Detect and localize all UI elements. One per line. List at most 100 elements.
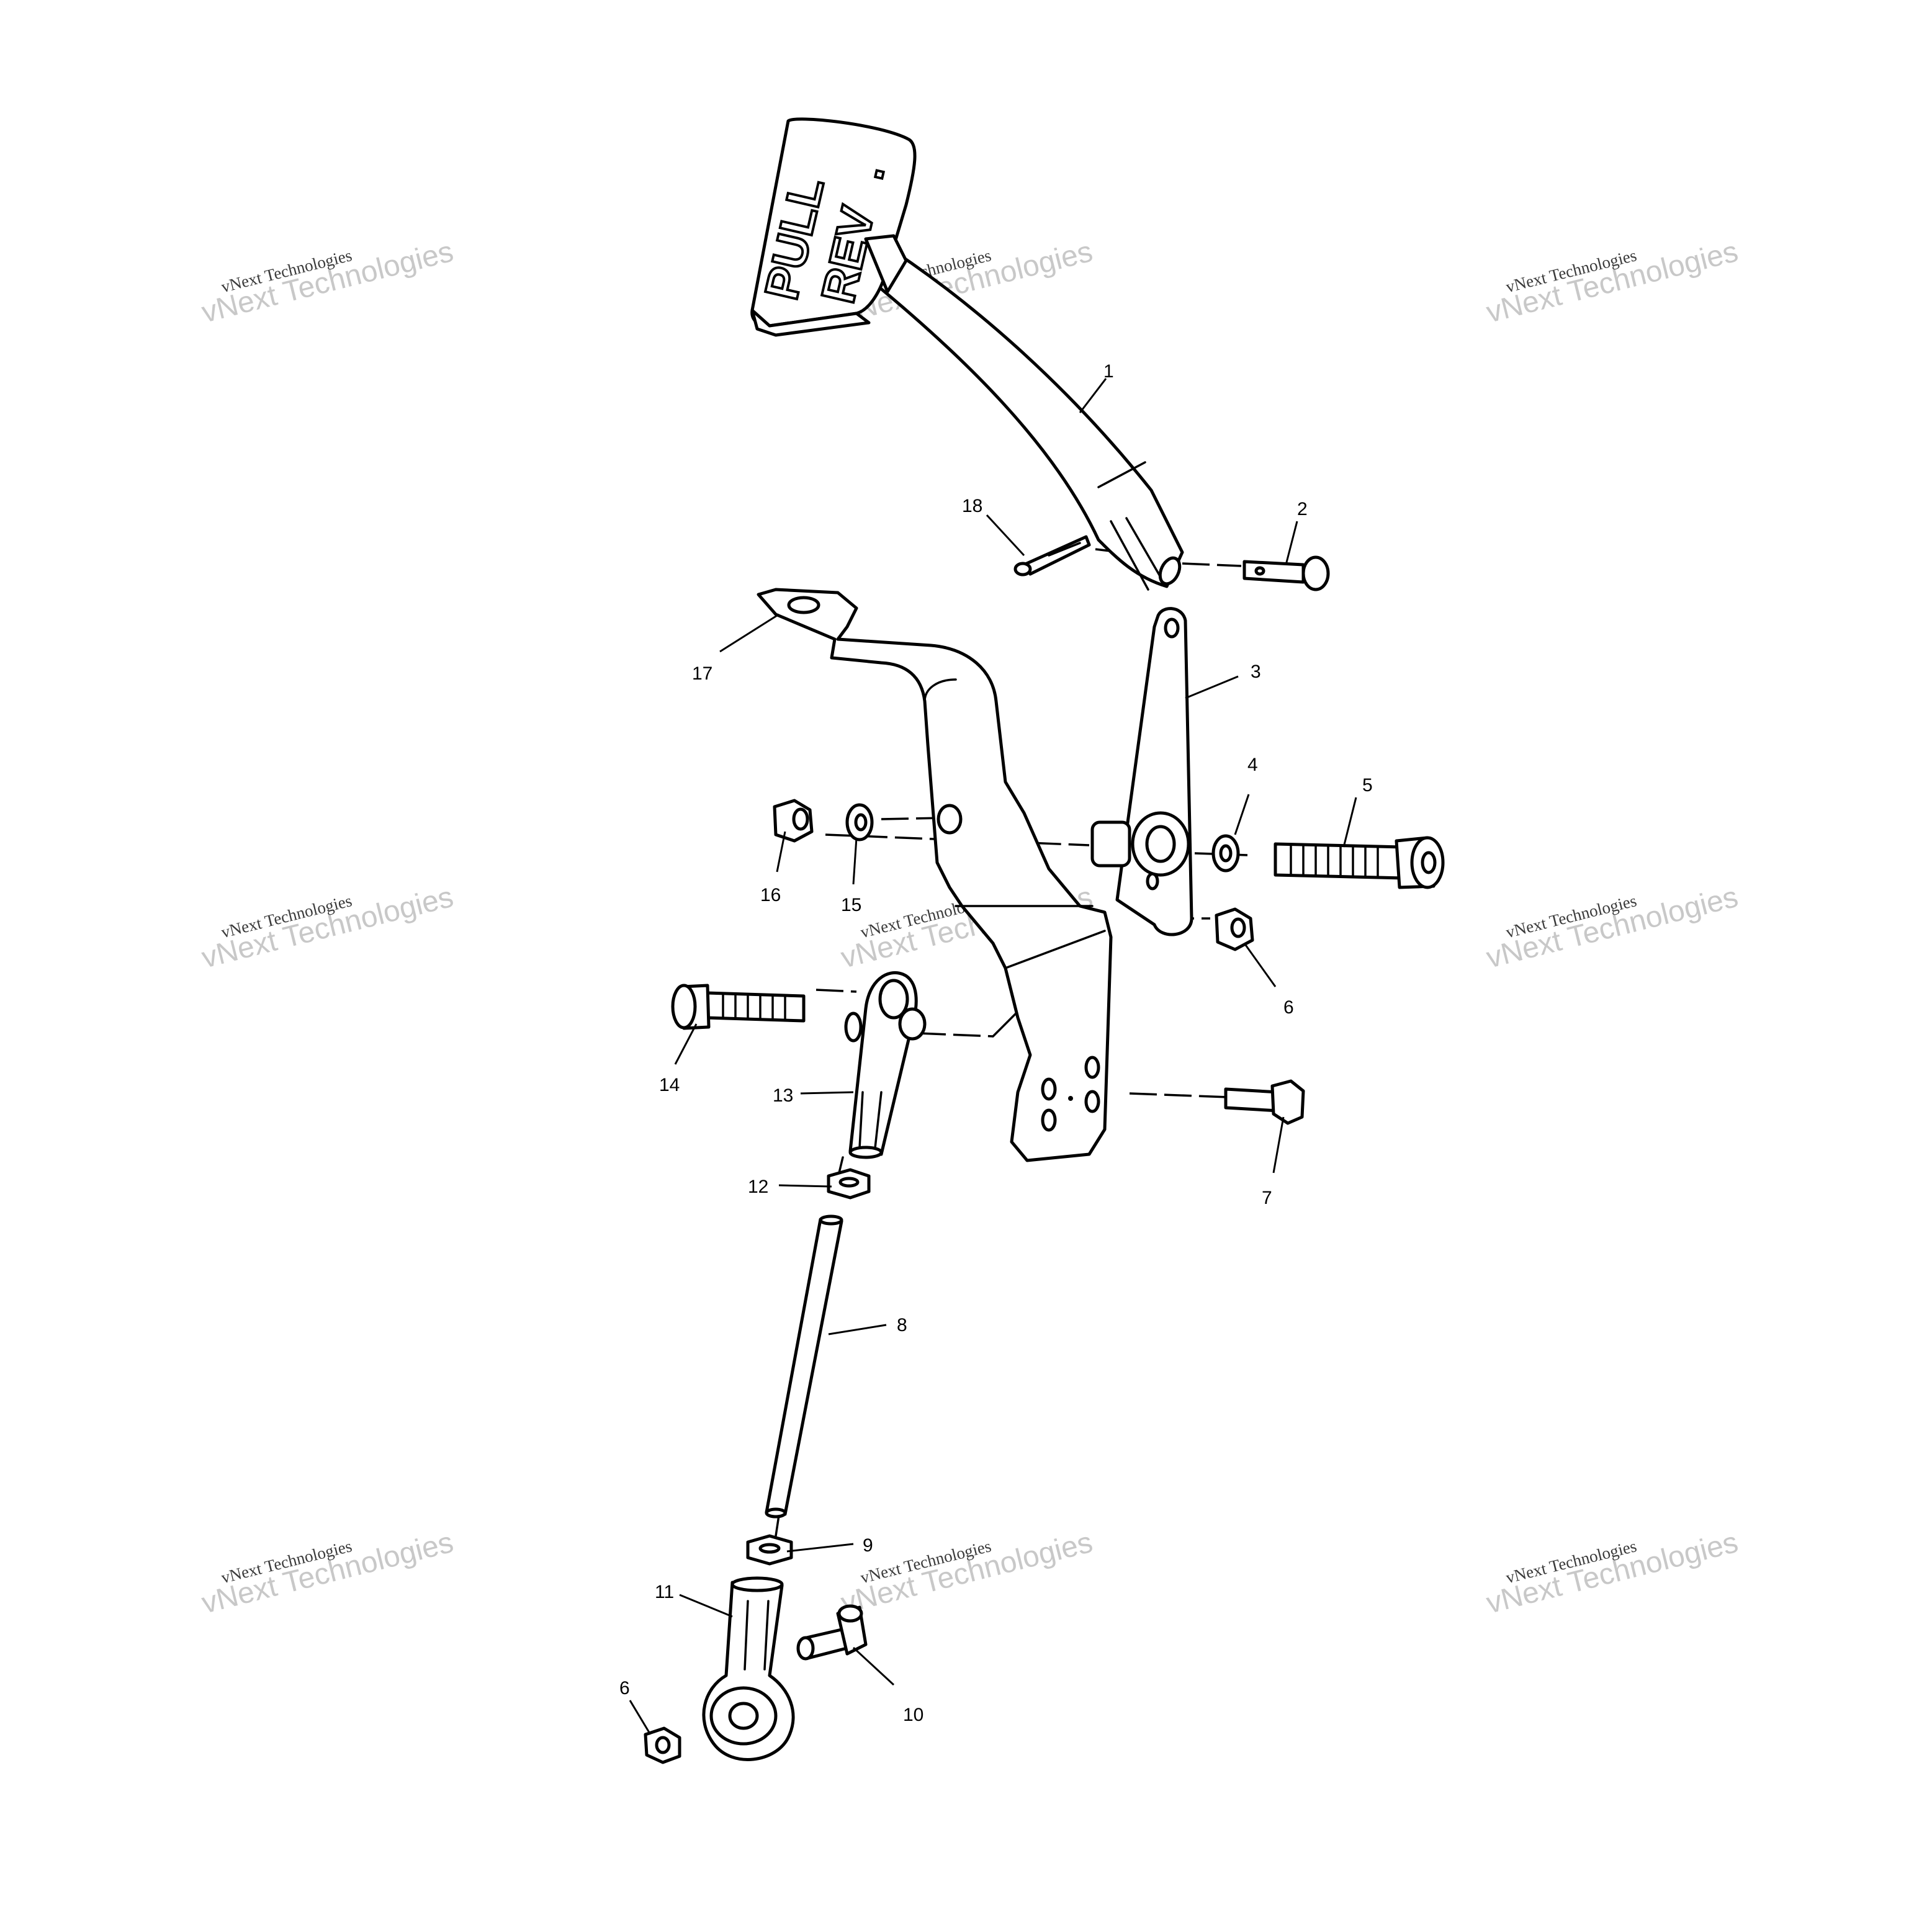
flat-washer-hole [854, 813, 868, 832]
part-10-ball-stud [796, 1604, 868, 1661]
bracket-mount-hole [1041, 1077, 1057, 1101]
part-11-ball-joint [702, 1576, 795, 1761]
callout-9: 9 [863, 1535, 873, 1556]
leader-line-12 [778, 1184, 832, 1188]
part-15-flat-washer [845, 803, 874, 841]
stem-slot [1110, 520, 1149, 591]
assembly-line [825, 833, 1090, 846]
assembly-line [918, 1032, 994, 1038]
bracket-dimple [1068, 1096, 1073, 1101]
clevis-pin-head [1301, 555, 1330, 591]
bracket-body [757, 588, 1113, 1162]
ball-joint-slot [744, 1600, 749, 1671]
part-2-clevis-pin [1242, 555, 1330, 591]
part-12-jam-nut [827, 1168, 871, 1200]
part-18-cotter-pin [1013, 535, 1091, 577]
hex-bolt-head [1270, 1079, 1305, 1125]
cap-screw-threads [1290, 844, 1379, 879]
leader-line-2 [1285, 521, 1298, 565]
stem-sleeve-edge [1097, 461, 1146, 488]
bracket-bend [1004, 930, 1106, 969]
screw-threads [722, 992, 786, 1021]
ball-joint-bore [730, 1576, 784, 1592]
callout-7: 7 [1262, 1188, 1272, 1208]
callout-12: 12 [748, 1177, 768, 1197]
leader-line-7 [1272, 1116, 1285, 1173]
clevis-pin-shaft [1242, 560, 1305, 584]
ball-joint-ball [728, 1702, 759, 1730]
part-1-handle: PULL REV . [750, 117, 1184, 591]
hex-nut-hole [655, 1736, 671, 1754]
watermarks: vNext Technologies vNext Technologies vN… [199, 235, 1741, 1620]
callout-6-upper: 6 [1283, 997, 1294, 1018]
part-17-bracket [757, 588, 1113, 1162]
callout-11: 11 [655, 1582, 674, 1602]
callout-14: 14 [659, 1075, 680, 1095]
leader-line-13 [800, 1091, 854, 1095]
assembly-line [775, 1514, 780, 1537]
watermark: vNext Technologies vNext Technologies [1483, 881, 1741, 975]
leader-line-14 [674, 1023, 698, 1065]
leader-line-9 [786, 1543, 854, 1553]
leader-lines [629, 378, 1357, 1735]
leader-line-18 [986, 514, 1025, 557]
clevis-pin-hole [1254, 566, 1265, 576]
leader-line-6a [1243, 943, 1277, 987]
stem-slot [1125, 517, 1162, 578]
cap-screw-socket [1421, 851, 1437, 874]
watermark: vNext Technologies vNext Technologies [1483, 235, 1741, 330]
callouts: 1 2 3 4 5 6 6 7 8 9 10 11 12 13 14 15 16… [619, 361, 1373, 1725]
callout-18: 18 [962, 496, 982, 516]
rod-bottom-end [765, 1507, 787, 1519]
leader-line-10 [852, 1646, 895, 1686]
handle-stem [864, 237, 1184, 588]
part-16-hex-nut [773, 799, 814, 843]
callout-13: 13 [773, 1085, 793, 1106]
callout-10: 10 [903, 1705, 923, 1725]
hex-nut-hole [792, 807, 809, 831]
bracket-pivot-hole [937, 804, 963, 835]
callout-5: 5 [1362, 775, 1373, 796]
ball-joint-slot [763, 1600, 770, 1671]
watermark: vNext Technologies vNext Technologies [199, 881, 457, 975]
callout-6-lower: 6 [619, 1678, 630, 1698]
rod-body [765, 1218, 843, 1516]
callout-1: 1 [1103, 361, 1114, 382]
leader-line-3 [1185, 675, 1239, 699]
callout-3: 3 [1251, 662, 1261, 682]
screw-head-face [671, 984, 697, 1030]
rod-end-slot [858, 1091, 864, 1149]
part-7-hex-bolt [1224, 1079, 1305, 1125]
callout-8: 8 [897, 1315, 907, 1335]
part-6-hex-nut-upper [1215, 907, 1254, 951]
callout-15: 15 [841, 895, 861, 915]
bracket-mount-hole [1084, 1056, 1100, 1079]
assembly-line [838, 1156, 844, 1174]
leader-line-11 [679, 1594, 733, 1618]
link-arm-top-hole [1164, 617, 1180, 639]
leader-line-16 [776, 831, 786, 873]
ball-stud-tip [796, 1636, 815, 1661]
watermark: vNext Technologies vNext Technologies [1483, 1526, 1741, 1620]
handle-grip-lip [750, 308, 871, 337]
callout-17: 17 [692, 663, 712, 684]
leader-line-4 [1234, 794, 1250, 835]
jam-nut-hole [758, 1543, 781, 1554]
rod-end-bore [848, 1146, 883, 1159]
cotter-pin-split [1048, 542, 1081, 557]
bracket-top-hole [787, 596, 820, 614]
leader-line-17 [719, 613, 780, 653]
part-4-lock-washer [1211, 834, 1240, 873]
jam-nut-hole [838, 1177, 860, 1188]
assembly-line [1129, 1092, 1229, 1098]
assembly-line [815, 989, 857, 993]
bracket-mount-hole [1041, 1108, 1057, 1132]
cotter-pin-eye [1013, 562, 1032, 577]
part-5-cap-screw [1274, 836, 1445, 889]
lock-washer-hole [1219, 844, 1233, 863]
link-arm-pivot-hole [1145, 825, 1176, 863]
rod-end-eye [878, 979, 909, 1020]
watermark: vNext Technologies vNext Technologies [838, 1526, 1096, 1620]
part-9-jam-nut [746, 1534, 793, 1566]
